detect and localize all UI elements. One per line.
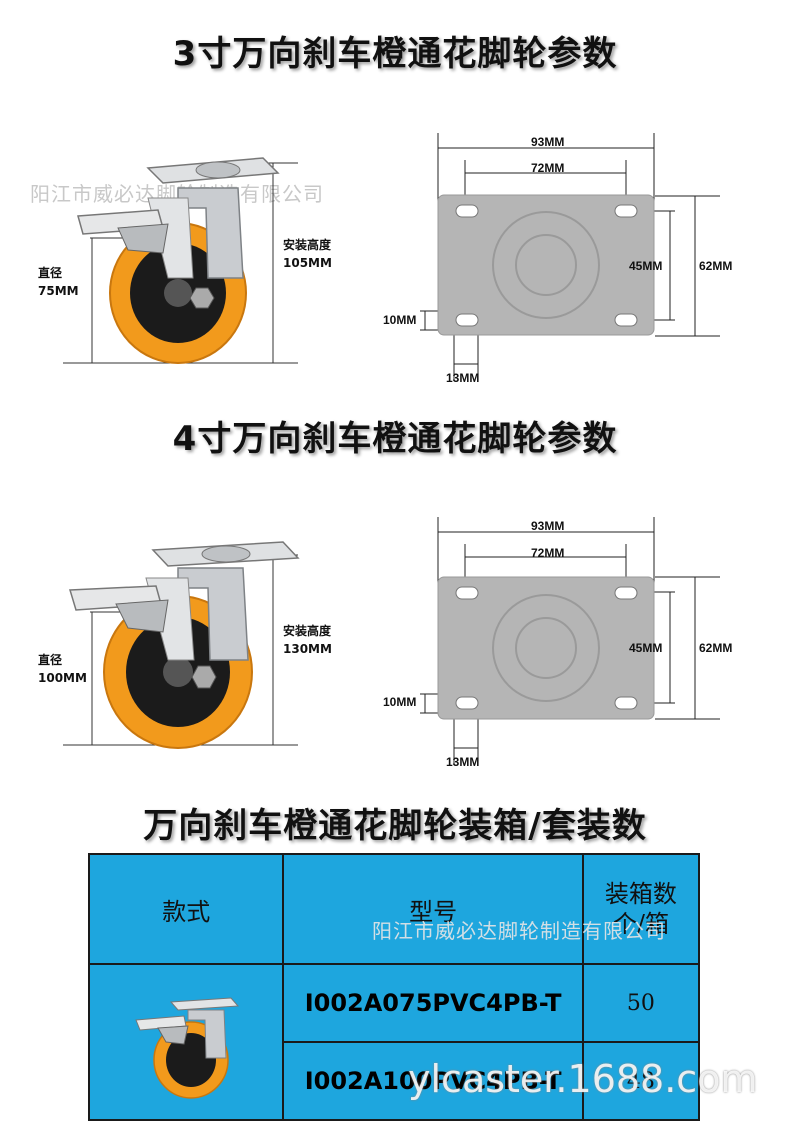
height-label: 安装高度 105MM [283,236,332,272]
height-label-text: 安装高度 [283,238,332,252]
header-qty: 装箱数 个/箱 [581,853,701,965]
plate-width-label: 93MM [531,135,565,149]
packing-title: 万向刹车橙通花脚轮装箱/套装数 [143,806,647,846]
product-image-cell [87,963,285,1121]
diameter-label-4inch: 直径 100MM [38,651,87,687]
watermark-company-table: 阳江市威必达脚轮制造有限公司 [372,919,666,943]
diameter-value: 75MM [38,284,79,298]
height-label-text: 安装高度 [283,624,332,638]
diameter-label: 直径 75MM [38,264,79,300]
hole-spacing-y-label: 45MM [629,641,663,655]
height-value: 130MM [283,642,332,656]
height-value: 105MM [283,256,332,270]
qty-cell: 48 [581,1041,701,1121]
slot-width-label: 13MM [446,371,480,385]
height-label-4inch: 安装高度 130MM [283,622,332,658]
hole-spacing-x-label: 72MM [531,161,565,175]
slot-height-label: 10MM [383,695,417,709]
hole-spacing-x-label: 72MM [531,546,565,560]
section-2-title: 4寸万向刹车橙通花脚轮参数 [172,419,618,459]
slot-height-label: 10MM [383,313,417,327]
plate-length-label: 62MM [699,641,733,655]
plate-width-label: 93MM [531,519,565,533]
header-style: 款式 [87,853,285,965]
caster-image-3inch [63,157,298,364]
packing-table: 款式 型号 装箱数 个/箱 I002A075PVC4PB-T 50 I002A1… [87,853,701,1121]
mounting-plate-diagram-3inch [420,133,720,380]
table-row: I002A100PVC4PB-T 48 [89,1041,701,1121]
slot-width-label: 13MM [446,755,480,769]
hole-spacing-y-label: 45MM [629,259,663,273]
diameter-label-text: 直径 [38,266,63,280]
table-header-row: 款式 型号 装箱数 个/箱 [87,853,701,965]
mounting-plate-diagram-4inch [420,517,720,764]
plate-length-label: 62MM [699,259,733,273]
header-model: 型号 [282,853,584,965]
caster-image-4inch [63,541,300,749]
caster-drawing [63,157,298,364]
model-cell: I002A075PVC4PB-T [282,963,584,1043]
model-cell: I002A100PVC4PB-T [282,1041,584,1121]
caster-thumbnail [135,997,240,1099]
section-1-title: 3寸万向刹车橙通花脚轮参数 [172,34,618,74]
watermark-url: ylcaster.1688.com [408,1057,758,1101]
table-row: I002A075PVC4PB-T 50 [87,963,701,1121]
diameter-label-text: 直径 [38,653,63,667]
diameter-value: 100MM [38,671,87,685]
caster-drawing [63,541,300,749]
qty-cell: 50 [581,963,701,1043]
